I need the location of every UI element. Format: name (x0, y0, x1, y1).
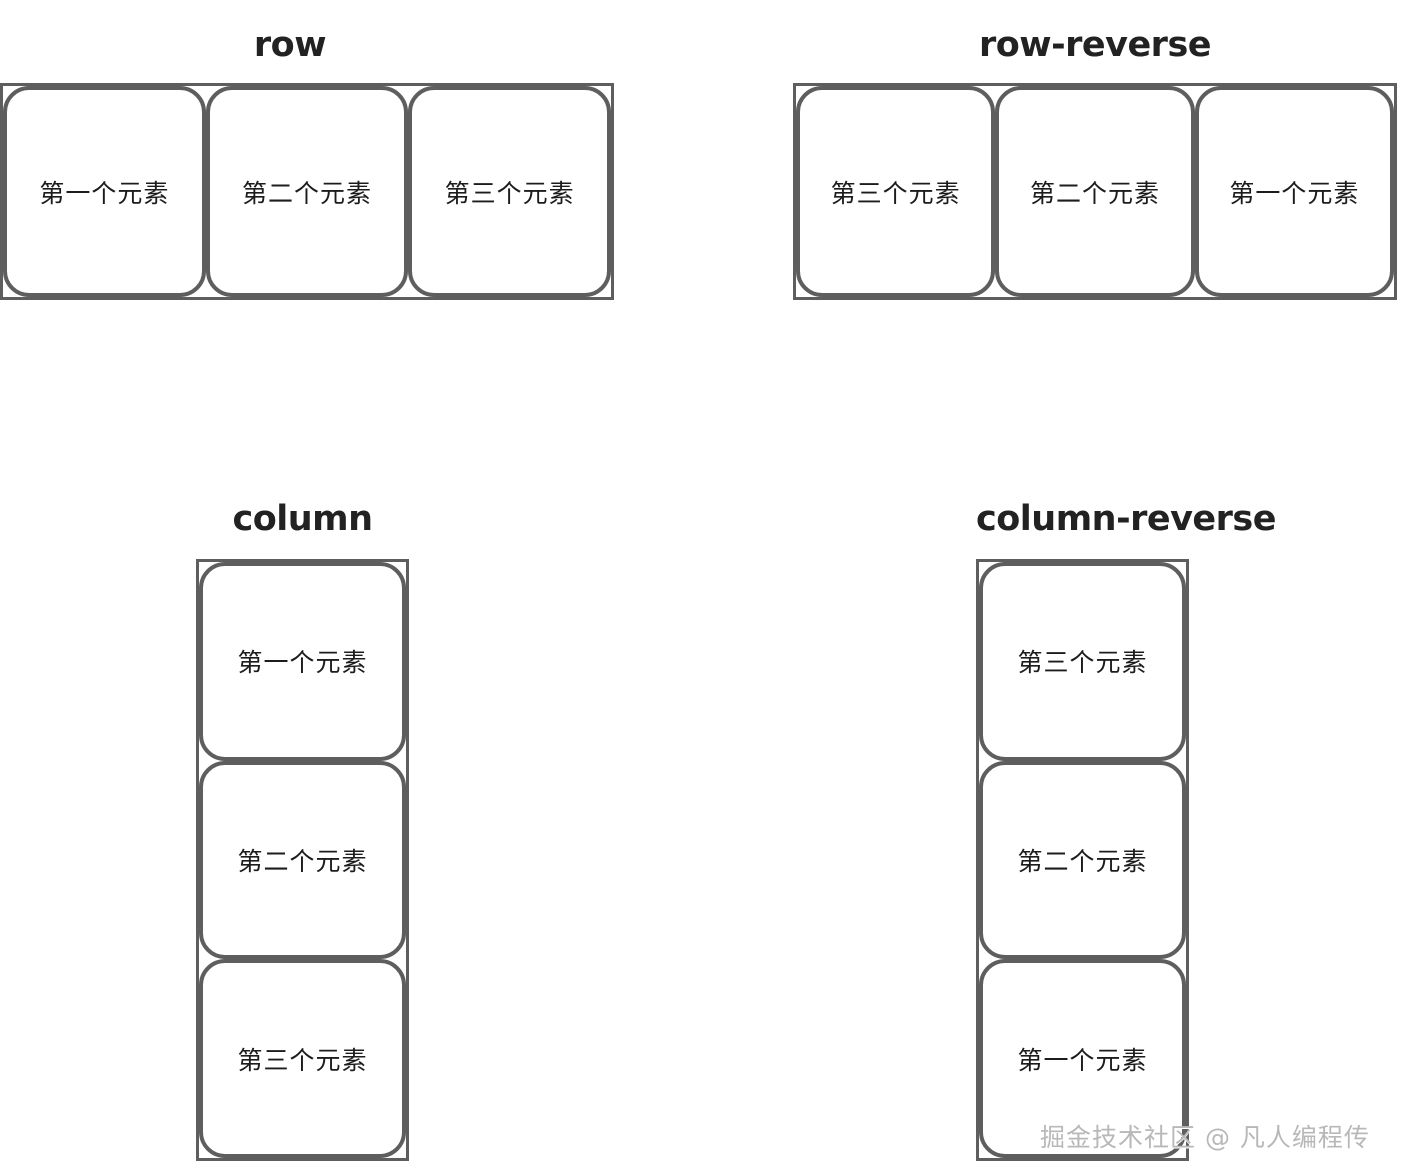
flex-container-row: 第一个元素 第二个元素 第三个元素 (0, 83, 614, 300)
flex-item[interactable]: 第一个元素 (199, 562, 406, 761)
flex-item[interactable]: 第一个元素 (3, 86, 206, 297)
flex-item[interactable]: 第二个元素 (205, 86, 409, 297)
panel-title-row-reverse: row-reverse (978, 25, 1212, 65)
flex-item[interactable]: 第三个元素 (796, 86, 996, 297)
flex-container-row-reverse: 第一个元素 第二个元素 第三个元素 (793, 83, 1397, 300)
flex-item-label: 第二个元素 (1030, 178, 1161, 208)
flex-item-label: 第一个元素 (1229, 178, 1360, 208)
panel-title-column-reverse: column-reverse (976, 499, 1277, 539)
flex-item[interactable]: 第二个元素 (995, 86, 1195, 297)
flex-item-label: 第一个元素 (237, 648, 368, 678)
flex-item-label: 第一个元素 (39, 178, 170, 208)
flex-item-label: 第二个元素 (237, 847, 368, 876)
flex-item[interactable]: 第三个元素 (199, 959, 406, 1159)
flex-item[interactable]: 第一个元素 (1194, 86, 1394, 297)
flex-item[interactable]: 第一个元素 (979, 959, 1186, 1158)
flex-container-column: 第一个元素 第二个元素 第三个元素 (196, 559, 409, 1161)
flex-item[interactable]: 第二个元素 (199, 760, 406, 960)
flex-item[interactable]: 第二个元素 (979, 760, 1186, 960)
flex-item-label: 第一个元素 (1017, 1045, 1148, 1075)
panel-row-reverse: row-reverse 第一个元素 第二个元素 第三个元素 (793, 28, 1397, 300)
flex-item[interactable]: 第三个元素 (979, 561, 1186, 761)
watermark: 掘金技术社区 @ 凡人编程传 (1040, 1123, 1370, 1152)
flex-item-label: 第二个元素 (1017, 846, 1148, 876)
panel-row: row 第一个元素 第二个元素 第三个元素 (0, 28, 614, 300)
panel-column-reverse: column-reverse 第一个元素 第二个元素 第三个元素 (976, 499, 1277, 1161)
panel-title-column: column (232, 499, 373, 539)
flex-item-label: 第二个元素 (242, 178, 373, 208)
flex-item-label: 第三个元素 (444, 178, 575, 208)
flex-item-label: 第三个元素 (1017, 648, 1148, 678)
panel-title-row: row (253, 25, 327, 65)
flex-item-label: 第三个元素 (237, 1045, 368, 1075)
flex-item[interactable]: 第三个元素 (408, 86, 612, 297)
flex-container-column-reverse: 第一个元素 第二个元素 第三个元素 (976, 559, 1189, 1161)
panel-column: column 第一个元素 第二个元素 第三个元素 (196, 502, 409, 1161)
flex-item-label: 第三个元素 (830, 178, 961, 208)
